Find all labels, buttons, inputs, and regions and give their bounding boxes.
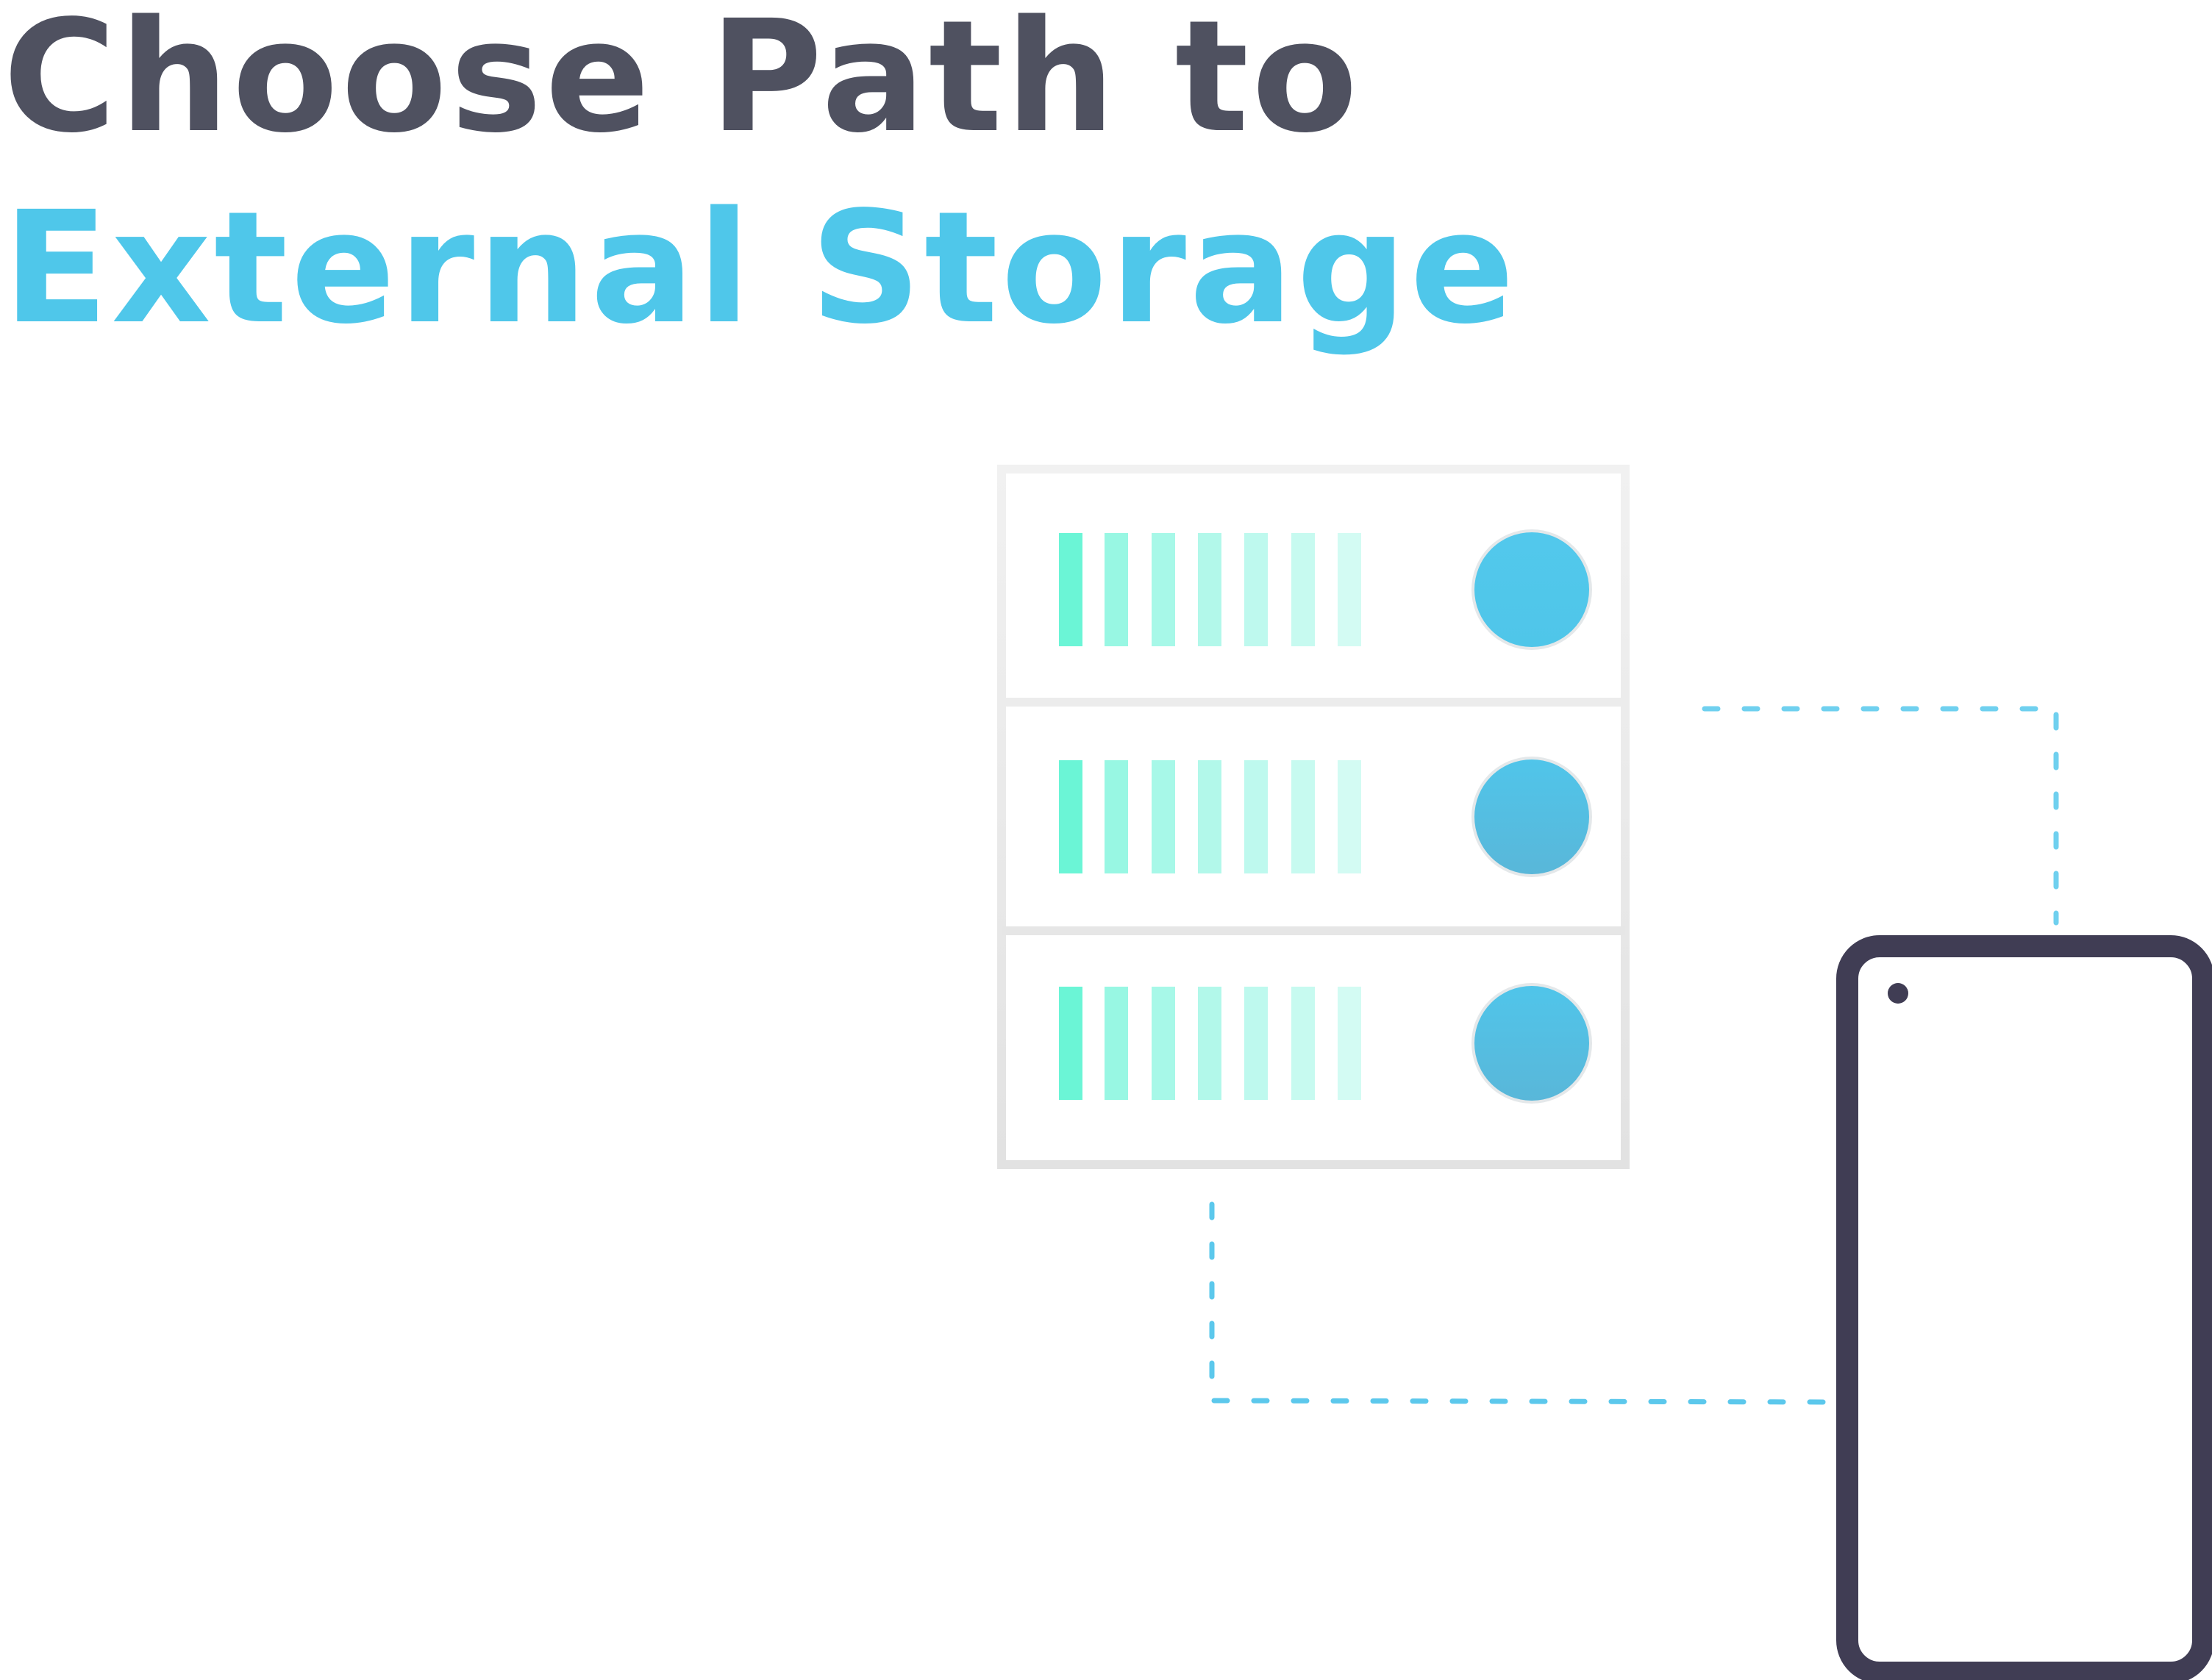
server-activity-bar <box>1059 533 1082 646</box>
volume-down-button[interactable] <box>1841 1165 1848 1213</box>
server-activity-bar <box>1338 987 1361 1100</box>
server-unit <box>1059 529 1592 650</box>
smartphone-icon <box>1836 935 2212 1680</box>
server-activity-bar <box>1291 533 1315 646</box>
server-activity-bar <box>1244 533 1268 646</box>
volume-button[interactable] <box>1841 1039 1848 1068</box>
server-frame <box>997 465 1630 1169</box>
server-activity-bar <box>1152 533 1175 646</box>
server-unit <box>1059 983 1592 1104</box>
server-activity-bar <box>1244 760 1268 873</box>
server-activity-bar <box>1059 987 1082 1100</box>
server-activity-bar <box>1059 760 1082 873</box>
server-status-led-icon <box>1474 532 1589 647</box>
server-activity-bar <box>1291 760 1315 873</box>
camera-icon <box>1888 983 1908 1004</box>
volume-up-button[interactable] <box>1841 1095 1848 1144</box>
server-activity-bar <box>1105 987 1128 1100</box>
connector-server-to-phone-top <box>1702 706 2059 926</box>
server-unit <box>1059 757 1592 877</box>
server-activity-bar <box>1338 533 1361 646</box>
page-title-line-1: Choose Path to <box>3 0 1361 167</box>
server-activity-bar <box>1198 987 1221 1100</box>
server-activity-bar <box>1291 987 1315 1100</box>
connector-server-to-phone-side <box>1209 1201 1837 1405</box>
power-button[interactable] <box>2202 1110 2210 1200</box>
server-activity-bar <box>1105 533 1128 646</box>
server-status-led-icon <box>1474 759 1589 874</box>
server-activity-bar <box>1152 760 1175 873</box>
server-activity-bar <box>1244 987 1268 1100</box>
server-rack-icon <box>997 465 1630 1169</box>
server-activity-bar <box>1338 760 1361 873</box>
server-activity-bar <box>1152 987 1175 1100</box>
server-activity-bar <box>1105 760 1128 873</box>
server-status-led-icon <box>1474 986 1589 1101</box>
dashed-connector <box>1209 706 2059 1405</box>
phone-body <box>1836 935 2212 1680</box>
server-activity-bar <box>1198 760 1221 873</box>
server-activity-bar <box>1198 533 1221 646</box>
page-title-line-2: External Storage <box>3 178 1518 358</box>
